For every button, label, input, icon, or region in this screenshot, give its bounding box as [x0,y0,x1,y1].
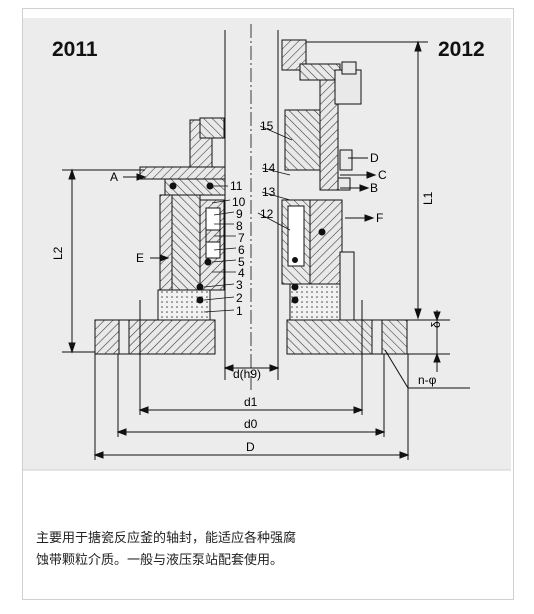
delta-dimension [407,310,450,372]
part-number-8: 8 [236,219,243,233]
delta-label: δ [429,321,443,328]
l2-label: L2 [51,246,65,260]
flow-label-b: B [370,181,378,195]
holes-leader [384,349,470,389]
part-number-5: 5 [238,255,245,269]
flow-label-f: F [376,211,383,225]
flow-label-d: D [370,151,379,165]
part-leaders [203,125,293,313]
drawing-panel [23,18,511,470]
part-number-4: 4 [238,266,245,280]
part-number-13: 13 [262,185,276,199]
d0-label: d0 [244,417,258,431]
l1-label: L1 [421,191,435,205]
left-seal-assembly [94,117,226,355]
part-number-11: 11 [230,179,243,193]
part-number-1: 1 [236,304,243,318]
shaft-dim-label: d(h9) [233,367,261,381]
model-2012-label: 2012 [438,38,485,61]
part-number-12: 12 [260,207,274,221]
right-seal-assembly [281,39,408,355]
part-number-10: 10 [232,195,246,209]
d-label: D [246,440,255,454]
l1-dimension [306,40,428,320]
diameter-dimensions [93,300,410,460]
part-number-9: 9 [236,207,243,221]
flow-label-c: C [378,168,387,182]
part-number-3: 3 [236,278,243,292]
model-2011-label: 2011 [52,38,98,61]
shaft [224,24,279,392]
flow-arrows [123,157,377,262]
holes-label: n-φ [418,373,437,387]
part-number-14: 14 [262,161,276,175]
d1-label: d1 [244,395,258,409]
part-number-2: 2 [236,291,243,305]
description-line-2: 蚀带颗粒介质。一般与液压泵站配套使用。 [36,553,284,568]
l2-dimension [62,168,145,354]
flow-label-e: E [136,251,144,265]
product-description: 主要用于搪瓷反应釜的轴封，能适应各种强腐 蚀带颗粒介质。一般与液压泵站配套使用。 [36,528,476,572]
part-number-7: 7 [238,231,245,245]
part-number-15: 15 [260,119,274,133]
flow-label-a: A [110,170,118,184]
description-line-1: 主要用于搪瓷反应釜的轴封，能适应各种强腐 [36,531,297,546]
part-number-6: 6 [238,243,245,257]
